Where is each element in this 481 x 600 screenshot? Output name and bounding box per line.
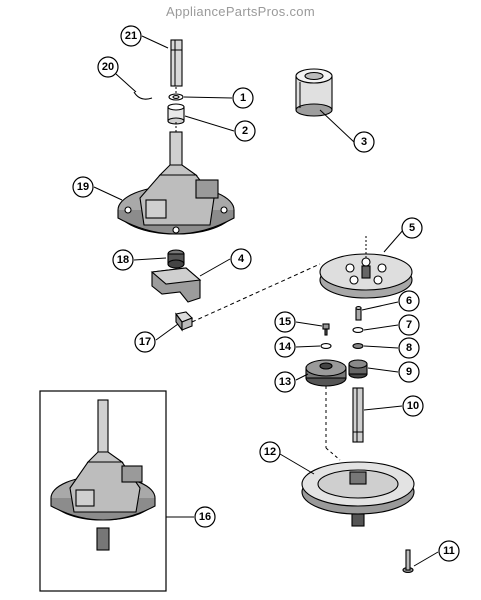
callout-19-label: 19 bbox=[77, 181, 89, 193]
callout-3: 3 bbox=[353, 131, 375, 153]
part-7-washer bbox=[352, 327, 364, 333]
callout-2: 2 bbox=[234, 120, 256, 142]
callout-16: 16 bbox=[194, 506, 216, 528]
callout-9: 9 bbox=[398, 361, 420, 383]
part-5-pulley bbox=[319, 253, 413, 299]
part-21-shaft bbox=[170, 39, 183, 98]
callout-7: 7 bbox=[398, 314, 420, 336]
callout-18: 18 bbox=[112, 249, 134, 271]
part-16-inset-assembly bbox=[39, 390, 167, 592]
callout-5-label: 5 bbox=[409, 222, 415, 234]
part-10-shaft bbox=[352, 387, 364, 443]
callout-21-label: 21 bbox=[125, 30, 137, 42]
callout-17: 17 bbox=[134, 331, 156, 353]
callout-21: 21 bbox=[120, 25, 142, 47]
part-12-base-plate bbox=[301, 461, 415, 527]
callout-9-label: 9 bbox=[406, 366, 412, 378]
part-14-washer bbox=[320, 343, 332, 349]
part-2-bushing bbox=[167, 103, 185, 125]
callout-15-label: 15 bbox=[279, 316, 291, 328]
callout-4: 4 bbox=[230, 248, 252, 270]
callout-6-label: 6 bbox=[406, 295, 412, 307]
part-18-gear bbox=[167, 249, 185, 269]
watermark-text: AppliancePartsPros.com bbox=[166, 4, 315, 19]
callout-13-label: 13 bbox=[279, 376, 291, 388]
part-13-gear bbox=[305, 359, 347, 387]
part-6-pin bbox=[355, 306, 362, 321]
callout-1: 1 bbox=[232, 87, 254, 109]
part-11-screw bbox=[402, 549, 414, 573]
part-3-cup bbox=[295, 68, 333, 117]
part-9-gear bbox=[348, 359, 368, 379]
callout-20: 20 bbox=[97, 56, 119, 78]
callout-17-label: 17 bbox=[139, 336, 151, 348]
callout-1-label: 1 bbox=[240, 92, 246, 104]
part-20-snap-ring bbox=[133, 91, 153, 100]
callout-4-label: 4 bbox=[238, 253, 245, 265]
part-17-block bbox=[175, 311, 193, 332]
callout-11-label: 11 bbox=[443, 545, 455, 557]
callout-5: 5 bbox=[401, 217, 423, 239]
callout-19: 19 bbox=[72, 176, 94, 198]
part-15-screw bbox=[322, 323, 330, 336]
callout-13: 13 bbox=[274, 371, 296, 393]
callout-12-label: 12 bbox=[264, 446, 276, 458]
callout-20-label: 20 bbox=[102, 61, 114, 73]
callout-15: 15 bbox=[274, 311, 296, 333]
callout-6: 6 bbox=[398, 290, 420, 312]
callout-16-label: 16 bbox=[199, 511, 211, 523]
callout-12: 12 bbox=[259, 441, 281, 463]
callout-8-label: 8 bbox=[406, 342, 412, 354]
callout-14-label: 14 bbox=[279, 341, 292, 353]
part-4-shifter bbox=[150, 267, 202, 303]
callout-10-label: 10 bbox=[407, 400, 419, 412]
callout-8: 8 bbox=[398, 337, 420, 359]
callout-7-label: 7 bbox=[406, 319, 412, 331]
callout-11: 11 bbox=[438, 540, 460, 562]
part-8-washer bbox=[352, 343, 364, 349]
leader-lines bbox=[93, 35, 439, 567]
part-19-transmission bbox=[117, 122, 235, 235]
callout-10: 10 bbox=[402, 395, 424, 417]
callout-14: 14 bbox=[274, 336, 296, 358]
callout-18-label: 18 bbox=[117, 254, 129, 266]
callout-3-label: 3 bbox=[361, 136, 367, 148]
part-1-washer bbox=[168, 93, 184, 101]
callout-2-label: 2 bbox=[242, 125, 248, 137]
